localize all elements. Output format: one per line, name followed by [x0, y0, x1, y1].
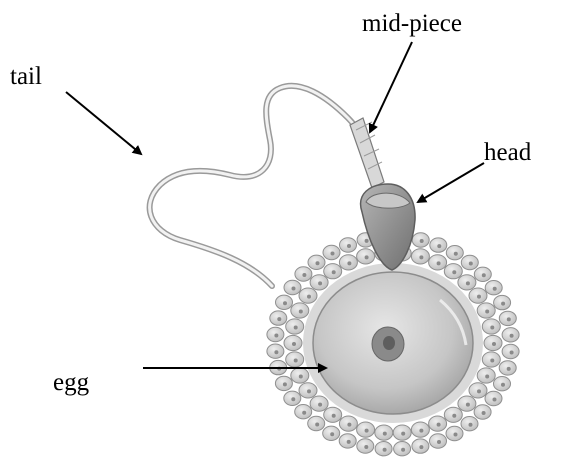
corona-cell-nucleus [419, 429, 423, 433]
corona-cell-nucleus [477, 295, 481, 299]
label-tail: tail [10, 64, 42, 89]
corona-cell-nucleus [501, 302, 505, 306]
corona-cell-nucleus [437, 261, 441, 265]
corona-cell-nucleus [510, 351, 514, 355]
corona-cell-nucleus [419, 255, 423, 259]
egg-nucleus [372, 327, 404, 361]
corona-cell-nucleus [277, 317, 281, 321]
corona-cell-nucleus [292, 287, 296, 291]
corona-cell-nucleus [452, 414, 456, 418]
corona-cell-nucleus [316, 261, 320, 265]
corona-cell-nucleus [437, 423, 441, 427]
corona-cell-nucleus [330, 432, 334, 436]
corona-cell-nucleus [347, 440, 351, 444]
corona-cell-nucleus [420, 239, 424, 243]
corona-cell-nucleus [283, 301, 287, 305]
corona-cell-nucleus [482, 411, 486, 415]
corona-cell-nucleus [482, 273, 486, 277]
corona-cell-nucleus [299, 310, 303, 314]
label-head: head [484, 140, 531, 165]
corona-cell-nucleus [294, 326, 298, 330]
corona-cell-nucleus [452, 270, 456, 274]
corona-cell-nucleus [454, 433, 458, 437]
corona-cell-nucleus [477, 389, 481, 393]
corona-cell-nucleus [332, 414, 336, 418]
arrow-head [418, 163, 484, 202]
corona-cell-nucleus [347, 244, 351, 248]
corona-cell-nucleus [315, 423, 319, 427]
corona-cell-nucleus [454, 252, 458, 256]
corona-cell-nucleus [469, 423, 473, 427]
corona-cell-nucleus [283, 382, 287, 386]
corona-cell-nucleus [507, 317, 511, 321]
corona-cell-nucleus [294, 359, 298, 363]
corona-cell-nucleus [485, 310, 489, 314]
corona-cell-nucleus [332, 270, 336, 274]
corona-cell-nucleus [490, 326, 494, 330]
label-mid-piece: mid-piece [362, 11, 462, 36]
corona-cell-nucleus [401, 432, 405, 436]
corona-cell-nucleus [307, 295, 311, 299]
arrow-mid-piece [370, 42, 412, 132]
corona-cell-nucleus [501, 383, 505, 387]
corona-cell-nucleus [302, 273, 306, 277]
corona-cell-nucleus [401, 448, 405, 452]
sperm-mid-piece [350, 118, 384, 188]
egg-cell [303, 263, 483, 423]
corona-cell-nucleus [318, 403, 322, 407]
corona-cell-nucleus [299, 375, 303, 379]
corona-cell-nucleus [274, 350, 278, 354]
corona-cell-nucleus [466, 281, 470, 285]
corona-cell-nucleus [307, 389, 311, 393]
corona-cell-nucleus [331, 252, 335, 256]
corona-cell-nucleus [507, 367, 511, 371]
corona-cell-nucleus [347, 261, 351, 265]
corona-cell-nucleus [364, 445, 368, 449]
corona-cell-nucleus [493, 398, 497, 402]
corona-cell-nucleus [466, 403, 470, 407]
corona-cell-nucleus [347, 423, 351, 427]
corona-cell-nucleus [274, 334, 278, 338]
corona-cell-nucleus [419, 445, 423, 449]
corona-cell-nucleus [437, 440, 441, 444]
corona-cell-nucleus [437, 244, 441, 248]
corona-cell-nucleus [490, 359, 494, 363]
corona-cell-nucleus [302, 411, 306, 415]
corona-cell-nucleus [365, 255, 369, 259]
label-egg: egg [53, 370, 89, 395]
corona-cell-nucleus [493, 287, 497, 291]
corona-cell-nucleus [469, 262, 473, 266]
corona-cell-nucleus [291, 397, 295, 401]
corona-cell-nucleus [383, 448, 387, 452]
corona-cell-nucleus [365, 239, 369, 243]
corona-cell-nucleus [383, 432, 387, 436]
corona-cell-nucleus [365, 429, 369, 433]
corona-cell-nucleus [492, 342, 496, 346]
corona-cell-nucleus [318, 281, 322, 285]
corona-cell-nucleus [485, 375, 489, 379]
corona-cell-nucleus [510, 334, 514, 338]
arrow-tail [66, 92, 141, 154]
corona-cell-nucleus [292, 342, 296, 346]
